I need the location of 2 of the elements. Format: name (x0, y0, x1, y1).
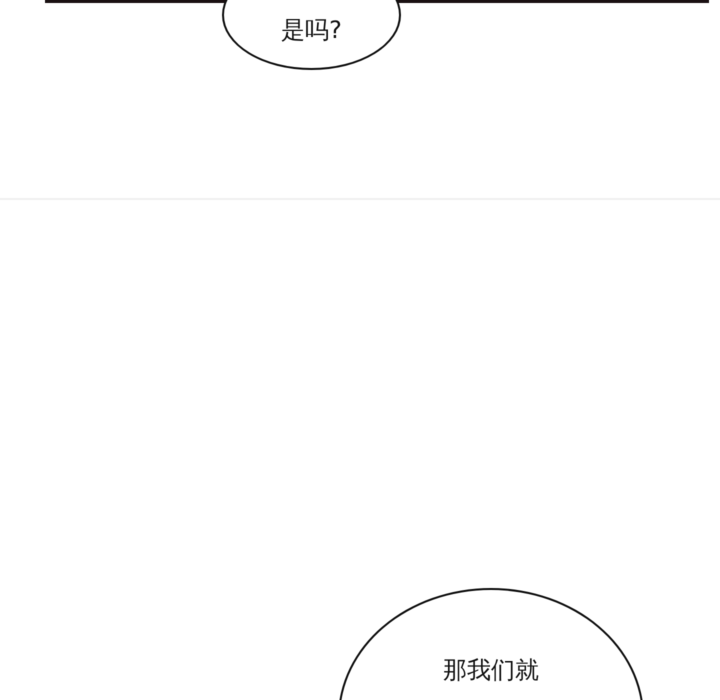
speech-text: 是吗? (281, 16, 342, 45)
speech-text: 那我们就 (443, 656, 539, 685)
